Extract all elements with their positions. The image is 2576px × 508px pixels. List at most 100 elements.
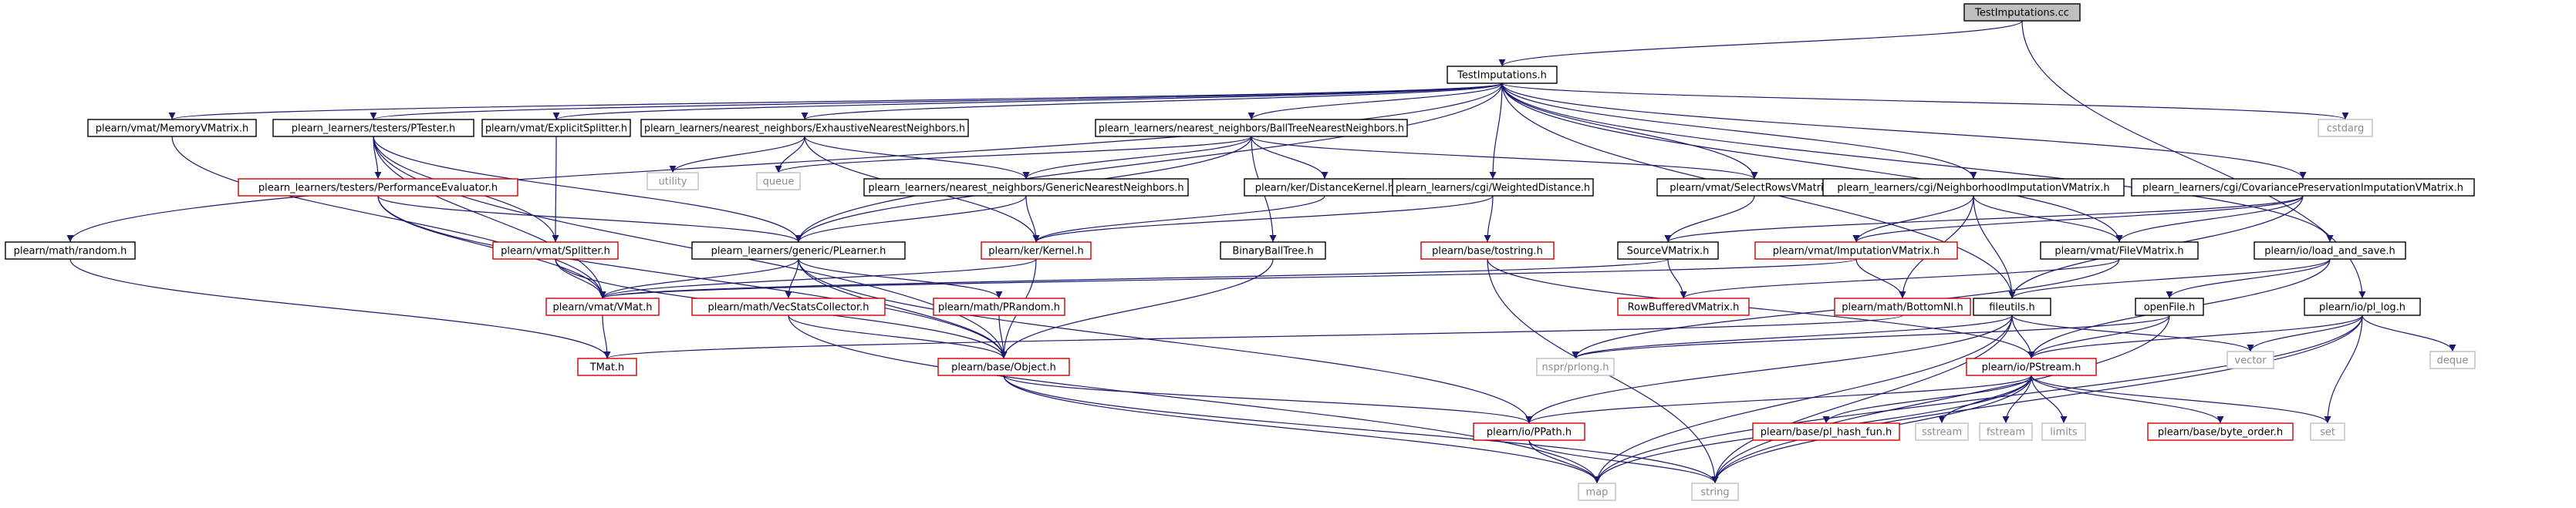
node-plearn-learners-nearest-neighbors-genericnearestneighbors-h[interactable]: plearn_learners/nearest_neighbors/Generi…	[863, 178, 1189, 197]
edge-covimp-to-filevm	[2115, 195, 2304, 243]
node-plearn-io-pl-log-h[interactable]: plearn/io/pl_log.h	[2304, 298, 2421, 316]
edge-line	[2031, 375, 2224, 424]
node-plearn-io-pstream-h[interactable]: plearn/io/PStream.h	[1966, 358, 2097, 376]
node-box	[756, 172, 801, 190]
edge-line	[604, 315, 1903, 359]
node-label: plearn/vmat/MemoryVMatrix.h	[96, 123, 248, 135]
edge-line	[377, 195, 802, 243]
edge-line	[1501, 82, 2349, 120]
node-plearn-learners-nearest-neighbors-balltreenearestneighbors-h[interactable]: plearn_learners/nearest_neighbors/BallTr…	[1095, 119, 1408, 137]
edge-line	[2115, 195, 2304, 243]
edge-line	[1664, 195, 1755, 243]
edge-line	[373, 136, 606, 299]
edge-line	[1680, 258, 2120, 299]
node-plearn-io-ppath-h[interactable]: plearn/io/PPath.h	[1473, 422, 1585, 441]
edge-line	[1973, 195, 2123, 243]
node-plearn-vmat-splitter-h[interactable]: plearn/vmat/Splitter.h	[492, 241, 619, 260]
node-plearn-vmat-explicitsplitter-h[interactable]: plearn/vmat/ExplicitSplitter.h	[481, 119, 631, 137]
node-box	[1973, 298, 2051, 316]
node-plearn-base-pl-hash-fun-h[interactable]: plearn/base/pl_hash_fun.h	[1752, 422, 1900, 441]
node-box	[492, 241, 619, 260]
node-label: plearn/base/Object.h	[951, 362, 1056, 374]
node-plearn-math-bottomni-h[interactable]: plearn/math/BottomNI.h	[1834, 298, 1971, 316]
node-label: TestImputations.h	[1457, 70, 1547, 82]
node-plearn-io-load-and-save-h[interactable]: plearn/io/load_and_save.h	[2254, 241, 2406, 260]
node-box	[1220, 241, 1326, 260]
node-plearn-base-object-h[interactable]: plearn/base/Object.h	[937, 358, 1070, 376]
node-box	[2254, 241, 2406, 260]
edge-vecstats-to-map	[788, 315, 1601, 484]
edge-line	[1525, 315, 2013, 424]
node-box	[1447, 66, 1558, 84]
node-plearn-learners-nearest-neighbors-exhaustivenearestneighbors-h[interactable]: plearn_learners/nearest_neighbors/Exhaus…	[640, 119, 969, 137]
node-plearn-vmat-selectrowsvmatrix-h[interactable]: plearn/vmat/SelectRowsVMatrix.h	[1656, 178, 1852, 197]
node-box	[1095, 119, 1408, 137]
edge-line	[1572, 315, 2170, 359]
node-label: plearn/base/byte_order.h	[2158, 427, 2283, 439]
edge-line	[2362, 315, 2456, 352]
node-label: plearn/math/BottomNI.h	[1842, 302, 1963, 314]
node-set: set	[2310, 422, 2345, 441]
node-rowbufferedvmatrix-h[interactable]: RowBufferedVMatrix.h	[1617, 298, 1750, 316]
node-plearn-vmat-imputationvmatrix-h[interactable]: plearn/vmat/ImputationVMatrix.h	[1754, 241, 1958, 260]
node-label: plearn/vmat/ImputationVMatrix.h	[1773, 246, 1940, 257]
node-label: plearn_learners/testers/PTester.h	[292, 123, 456, 135]
edge-line	[1528, 439, 1719, 484]
node-plearn-math-prandom-h[interactable]: plearn/math/PRandom.h	[933, 298, 1065, 316]
edge-wdist-to-tostring	[1484, 195, 1494, 243]
edge-line	[1528, 439, 1601, 484]
node-plearn-learners-testers-ptester-h[interactable]: plearn_learners/testers/PTester.h	[272, 119, 474, 137]
node-plearn-learners-cgi-covariancepreservationimputationvmatrix-h[interactable]: plearn_learners/cgi/CovariancePreservati…	[2131, 178, 2475, 197]
edge-ti-to-exhnn	[801, 82, 1503, 120]
node-openfile-h[interactable]: openFile.h	[2135, 298, 2204, 316]
node-box	[2310, 422, 2345, 441]
edge-pstream-to-ppath	[1525, 375, 2032, 424]
edge-line	[1501, 82, 1977, 180]
node-testimputations-cc[interactable]: TestImputations.cc	[1963, 3, 2081, 22]
node-plearn-base-byte-order-h[interactable]: plearn/base/byte_order.h	[2147, 422, 2294, 441]
node-sourcevmatrix-h[interactable]: SourceVMatrix.h	[1617, 241, 1719, 260]
node-plearn-learners-generic-plearner-h[interactable]: plearn_learners/generic/PLearner.h	[691, 241, 906, 260]
edge-perfeval-to-object	[377, 195, 1008, 359]
edge-line	[552, 136, 559, 243]
node-label: plearn/base/tostring.h	[1432, 246, 1543, 257]
node-box	[1752, 422, 1900, 441]
edge-line	[1855, 258, 1906, 299]
node-plearn-learners-cgi-neighborhoodimputationvmatrix-h[interactable]: plearn_learners/cgi/NeighborhoodImputati…	[1822, 178, 2125, 197]
node-plearn-learners-cgi-weighteddistance-h[interactable]: plearn_learners/cgi/WeightedDistance.h	[1392, 178, 1594, 197]
edge-fileutils-to-string	[1711, 315, 2013, 484]
edge-srcvm-to-vmat	[599, 258, 1669, 299]
node-plearn-math-random-h[interactable]: plearn/math/random.h	[5, 241, 136, 260]
node-plearn-ker-kernel-h[interactable]: plearn/ker/Kernel.h	[981, 241, 1092, 260]
node-plearn-ker-distancekernel-h[interactable]: plearn/ker/DistanceKernel.h	[1244, 178, 1406, 197]
node-label: RowBufferedVMatrix.h	[1628, 302, 1740, 314]
node-plearn-math-vecstatscollector-h[interactable]: plearn/math/VecStatsCollector.h	[691, 298, 886, 316]
node-fileutils-h[interactable]: fileutils.h	[1973, 298, 2051, 316]
node-nspr-prlong-h: nspr/prlong.h	[1536, 358, 1615, 376]
node-plearn-base-tostring-h[interactable]: plearn/base/tostring.h	[1420, 241, 1555, 260]
edge-srcvm-to-rowbuf	[1667, 258, 1687, 299]
edge-memvm-to-vmat	[171, 136, 606, 299]
node-utility: utility	[647, 172, 699, 190]
edge-line	[2002, 375, 2032, 424]
node-plearn-vmat-filevmatrix-h[interactable]: plearn/vmat/FileVMatrix.h	[2040, 241, 2199, 260]
edge-line	[1593, 315, 2013, 484]
edge-vecstats-to-object	[788, 315, 1008, 359]
node-binaryballtree-h[interactable]: BinaryBallTree.h	[1220, 241, 1326, 260]
edge-ti-to-nimp	[1501, 82, 1977, 180]
node-plearn-vmat-vmat-h[interactable]: plearn/vmat/VMat.h	[545, 298, 660, 316]
edge-line	[1003, 375, 1719, 484]
node-string: string	[1691, 483, 1739, 501]
node-tmat-h[interactable]: TMat.h	[577, 358, 637, 376]
node-plearn-learners-testers-performanceevaluator-h[interactable]: plearn_learners/testers/PerformanceEvalu…	[238, 178, 518, 197]
edge-distk-to-kernel	[1032, 195, 1325, 243]
edge-line	[1664, 195, 2304, 243]
node-label: limits	[2050, 427, 2078, 439]
node-label: plearn/ker/Kernel.h	[988, 246, 1084, 257]
edge-line	[1251, 136, 1329, 180]
edge-nimp-to-filevm	[1973, 195, 2123, 243]
node-testimputations-h[interactable]: TestImputations.h	[1447, 66, 1558, 84]
edge-pstream-to-limits	[2031, 375, 2068, 424]
node-box	[691, 241, 906, 260]
node-plearn-vmat-memoryvmatrix-h[interactable]: plearn/vmat/MemoryVMatrix.h	[87, 119, 257, 137]
